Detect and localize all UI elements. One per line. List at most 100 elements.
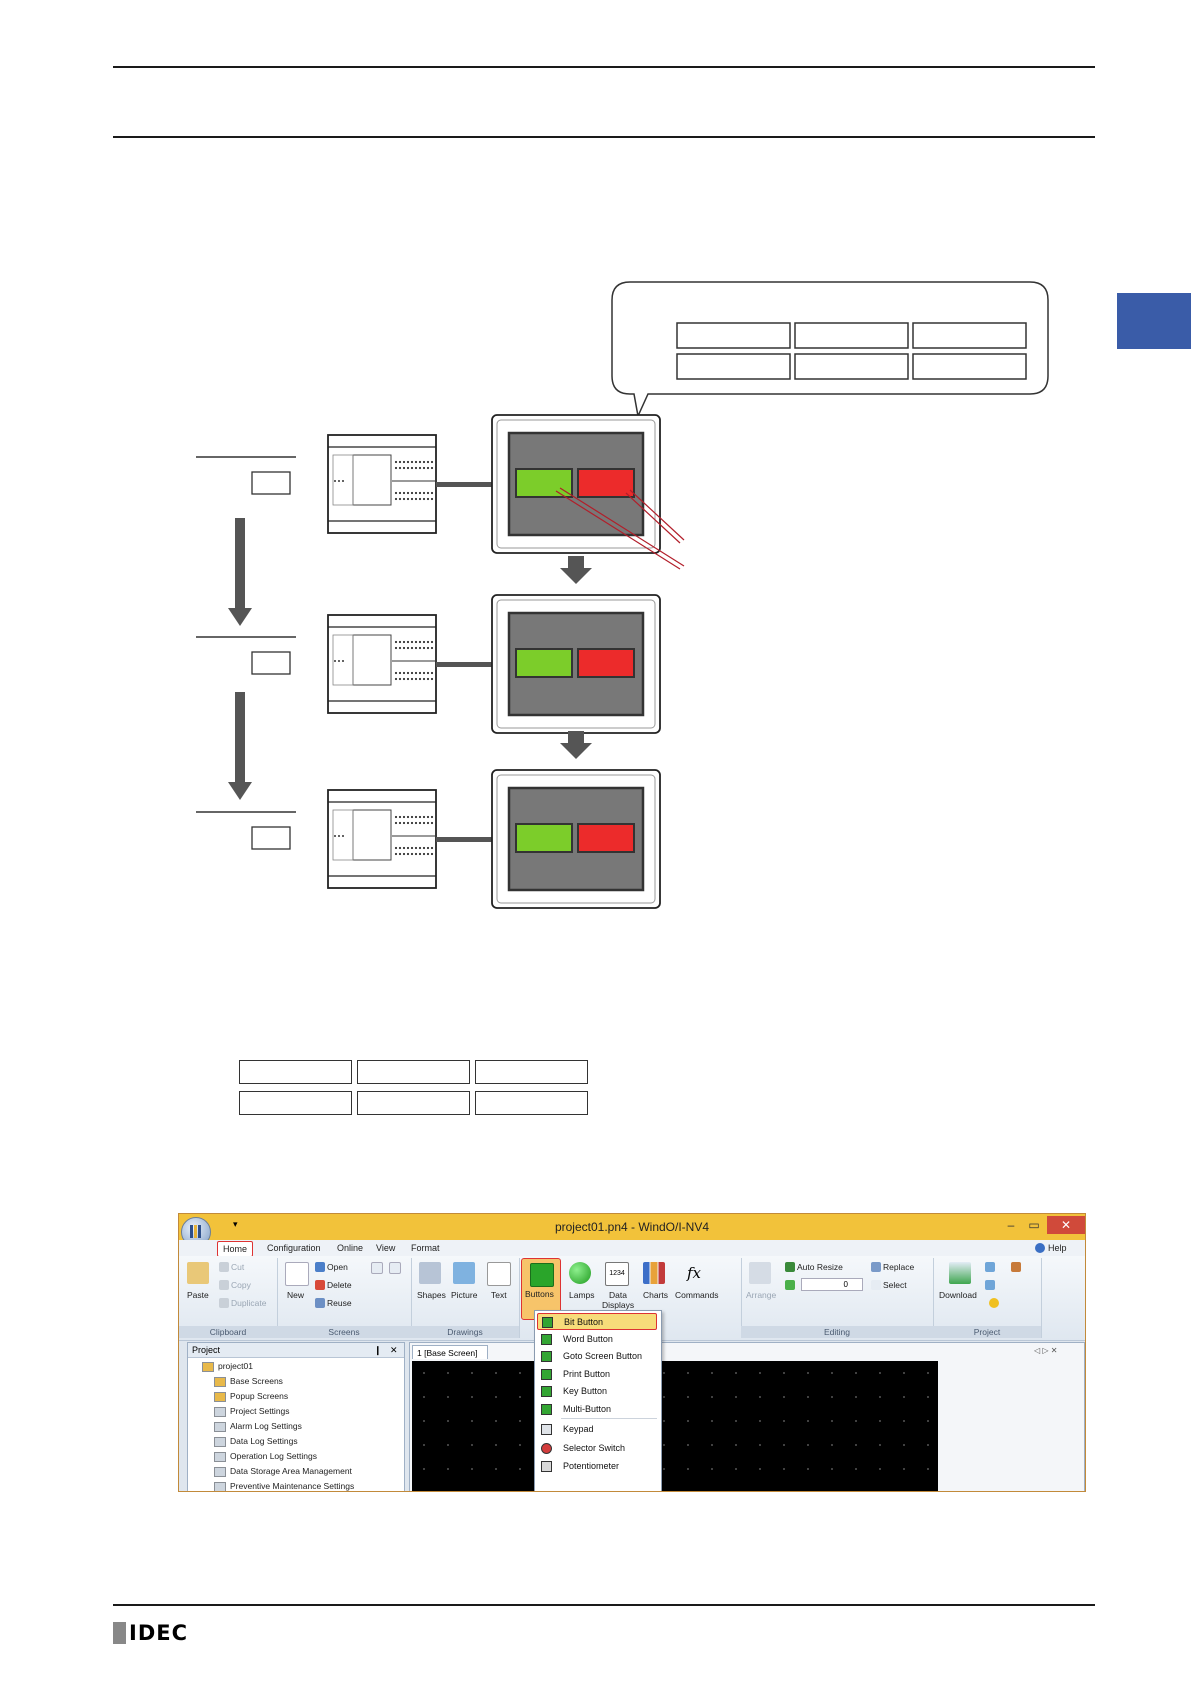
- plc-unit: [327, 789, 437, 889]
- data-displays-label-line1[interactable]: Data: [609, 1290, 627, 1300]
- paste-icon[interactable]: [187, 1262, 209, 1284]
- new-screen-icon[interactable]: [285, 1262, 309, 1286]
- charts-icon[interactable]: [643, 1262, 665, 1284]
- menu-item-selector-switch[interactable]: Selector Switch: [537, 1440, 657, 1457]
- open-button[interactable]: Open: [327, 1262, 348, 1272]
- menu-item-word-button[interactable]: Word Button: [537, 1331, 657, 1348]
- data-displays-label-line2[interactable]: Displays: [602, 1300, 635, 1310]
- info-icon[interactable]: [989, 1298, 999, 1308]
- screen-canvas[interactable]: [412, 1361, 938, 1491]
- buttons-label: Buttons: [525, 1289, 554, 1299]
- replace-button[interactable]: Replace: [883, 1262, 915, 1272]
- add-icon[interactable]: [785, 1280, 795, 1290]
- menu-item-keypad[interactable]: Keypad: [537, 1421, 657, 1438]
- minimize-icon[interactable]: –: [1007, 1218, 1015, 1232]
- auto-resize-button[interactable]: Auto Resize: [797, 1262, 843, 1272]
- tree-item[interactable]: Base Screens: [214, 1376, 283, 1387]
- arrange-icon[interactable]: [749, 1262, 771, 1284]
- duplicate-button[interactable]: Duplicate: [231, 1298, 267, 1308]
- tree-item[interactable]: Data Log Settings: [214, 1436, 298, 1447]
- tab-format[interactable]: Format: [411, 1243, 440, 1253]
- lamps-icon[interactable]: [569, 1262, 591, 1284]
- cut-button[interactable]: Cut: [231, 1262, 245, 1272]
- green-bit-button: [515, 648, 573, 678]
- header-rule-bottom: [113, 136, 1095, 138]
- arrange-button[interactable]: Arrange: [746, 1290, 777, 1300]
- menu-item-potentiometer[interactable]: Potentiometer: [537, 1458, 657, 1475]
- paste-button[interactable]: Paste: [187, 1290, 209, 1300]
- idec-logo: IDEC: [113, 1621, 188, 1645]
- menu-separator: [561, 1418, 657, 1419]
- tree-item[interactable]: Project Settings: [214, 1406, 290, 1417]
- picture-icon[interactable]: [453, 1262, 475, 1284]
- tab-view[interactable]: View: [376, 1243, 396, 1253]
- tab-online[interactable]: Online: [337, 1243, 364, 1253]
- register-value-box: [251, 651, 291, 675]
- copy-button[interactable]: Copy: [231, 1280, 251, 1290]
- tree-item[interactable]: Alarm Log Settings: [214, 1421, 302, 1432]
- new-screen-button[interactable]: New: [287, 1290, 305, 1300]
- delete-icon[interactable]: [315, 1280, 325, 1290]
- quick-access-icon[interactable]: ▾: [233, 1219, 238, 1229]
- charts-button[interactable]: Charts: [643, 1290, 669, 1300]
- reuse-icon[interactable]: [315, 1298, 325, 1308]
- tree-item[interactable]: Data Storage Area Management: [214, 1466, 352, 1477]
- screen-small-icon[interactable]: [389, 1262, 401, 1274]
- project-tool-icon[interactable]: [985, 1280, 995, 1290]
- replace-icon[interactable]: [871, 1262, 881, 1272]
- download-button[interactable]: Download: [939, 1290, 977, 1300]
- tree-item[interactable]: Operation Log Settings: [214, 1451, 317, 1462]
- menu-item-goto-screen-button[interactable]: Goto Screen Button: [537, 1348, 657, 1365]
- select-icon[interactable]: [871, 1280, 881, 1290]
- project-tool-icon[interactable]: [1011, 1262, 1021, 1272]
- close-icon[interactable]: ✕: [1047, 1216, 1085, 1234]
- delete-button[interactable]: Delete: [327, 1280, 352, 1290]
- commands-button[interactable]: Commands: [675, 1290, 719, 1300]
- buttons-dropdown-button[interactable]: Buttons: [521, 1258, 561, 1320]
- open-icon[interactable]: [315, 1262, 325, 1272]
- red-bit-button: [577, 468, 635, 498]
- reuse-button[interactable]: Reuse: [327, 1298, 352, 1308]
- project-group: Download Project: [933, 1258, 1042, 1338]
- tree-item[interactable]: project01: [202, 1361, 253, 1372]
- menu-item-bit-button[interactable]: Bit Button: [537, 1313, 657, 1330]
- editor-nav-icons[interactable]: ◁ ▷ ✕: [1034, 1346, 1058, 1355]
- screen-tab-label: 1 [Base Screen]: [417, 1348, 478, 1358]
- picture-button[interactable]: Picture: [451, 1290, 478, 1300]
- project-tool-icon[interactable]: [985, 1262, 995, 1272]
- auto-resize-spin[interactable]: 0: [801, 1278, 863, 1291]
- duplicate-icon[interactable]: [219, 1298, 229, 1308]
- screen-small-icon[interactable]: [371, 1262, 383, 1274]
- cut-icon[interactable]: [219, 1262, 229, 1272]
- screen-tab[interactable]: 1 [Base Screen]: [412, 1345, 488, 1359]
- red-bit-button: [577, 648, 635, 678]
- tab-home[interactable]: Home: [217, 1241, 253, 1257]
- pin-icon[interactable]: ❙: [374, 1345, 382, 1355]
- settings-doc-icon: [214, 1436, 226, 1447]
- menu-item-key-button[interactable]: Key Button: [537, 1383, 657, 1400]
- copy-icon[interactable]: [219, 1280, 229, 1290]
- lamps-button[interactable]: Lamps: [569, 1290, 595, 1300]
- shapes-icon[interactable]: [419, 1262, 441, 1284]
- shapes-button[interactable]: Shapes: [417, 1290, 446, 1300]
- data-displays-icon[interactable]: 1234: [605, 1262, 629, 1286]
- help-menu[interactable]: Help: [1048, 1243, 1067, 1253]
- auto-resize-icon[interactable]: [785, 1262, 795, 1272]
- text-button[interactable]: Text: [491, 1290, 507, 1300]
- text-icon[interactable]: [487, 1262, 511, 1286]
- panel-close-icon[interactable]: ✕: [390, 1345, 398, 1355]
- menu-item-label: Print Button: [563, 1369, 611, 1379]
- menu-item-print-button[interactable]: Print Button: [537, 1366, 657, 1383]
- tree-item[interactable]: Popup Screens: [214, 1391, 288, 1402]
- tree-item-label: Data Storage Area Management: [230, 1466, 352, 1476]
- tree-item[interactable]: Preventive Maintenance Settings: [214, 1481, 354, 1491]
- download-icon[interactable]: [949, 1262, 971, 1284]
- menu-item-multi-button[interactable]: Multi-Button: [537, 1401, 657, 1418]
- commands-icon[interactable]: fx: [686, 1264, 701, 1282]
- restore-icon[interactable]: ▭: [1028, 1218, 1040, 1232]
- tab-configuration[interactable]: Configuration: [267, 1243, 321, 1253]
- callout-table-cell: [912, 353, 1027, 380]
- help-icon[interactable]: [1035, 1243, 1045, 1253]
- select-button[interactable]: Select: [883, 1280, 907, 1290]
